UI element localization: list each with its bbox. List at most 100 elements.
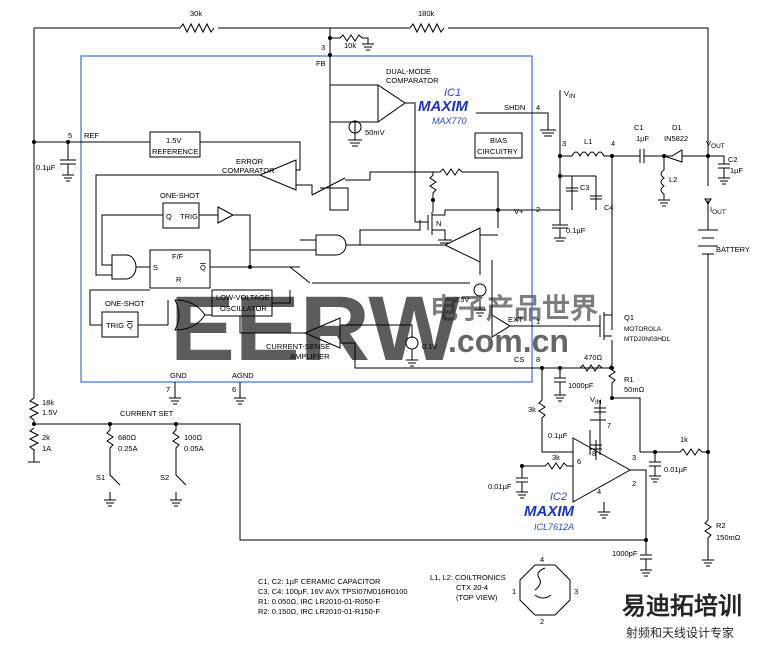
coil-note-1: L1, L2: COILTRONICS: [430, 573, 506, 582]
coil-pin-4: 4: [540, 555, 544, 564]
label-p4: 4: [597, 487, 601, 496]
label-pin4: 4: [536, 103, 540, 112]
label-agnd: AGND: [232, 371, 254, 380]
label-ext: EXT: [508, 315, 523, 324]
label-3k: 3k: [528, 405, 536, 414]
watermark-cn: 电子产品世界: [430, 293, 598, 324]
label-vin: VIN: [564, 89, 576, 100]
label-c3: C3: [580, 183, 590, 192]
label-r: R: [176, 275, 182, 284]
label-bias-1: BIAS: [490, 136, 507, 145]
label-680: 680Ω: [118, 433, 137, 442]
label-pin2: 2: [536, 205, 540, 214]
label-001uf-l: 0.01µF: [488, 482, 512, 491]
label-r2: R2: [716, 521, 726, 530]
label-bias-2: CIRCUITRY: [477, 147, 518, 156]
label-trig: TRIG: [180, 212, 198, 221]
label-s: S: [153, 263, 158, 272]
label-vplus: V+: [514, 207, 524, 216]
label-3k-b: 3k: [552, 453, 560, 462]
label-d1v: IN5822: [664, 134, 688, 143]
label-max770: MAX770: [432, 116, 467, 126]
label-current-set: CURRENT SET: [120, 409, 174, 418]
label-battery: BATTERY: [716, 245, 750, 254]
label-c1v: 1µF: [636, 134, 649, 143]
label-cap-left: 0.1µF: [36, 163, 56, 172]
coil-note-2: CTX 20-4: [456, 583, 488, 592]
label-lvo-1: LOW-VOLTAGE: [216, 293, 270, 302]
label-ref-box-1: 1.5V: [166, 136, 181, 145]
label-pin4b: 4: [611, 139, 615, 148]
label-pin3b: 3: [562, 139, 566, 148]
label-p7: 7: [607, 421, 611, 430]
label-pin8: 8: [536, 355, 540, 364]
maxim-logo-ic2: MAXIM: [524, 503, 575, 520]
label-100: 100Ω: [184, 433, 203, 442]
label-n: N: [436, 219, 441, 228]
label-2k: 2k: [42, 433, 50, 442]
label-ic2: IC2: [550, 491, 567, 503]
label-csa-2: AMPLIFIER: [290, 352, 330, 361]
label-ref-box-2: REFERENCE: [152, 147, 198, 156]
note-2: C3, C4: 100µF, 16V AVX TPSI07M016R0100: [258, 587, 408, 596]
label-c4: C4: [604, 203, 614, 212]
label-s1: S1: [96, 473, 105, 482]
label-q1-part: MTD20N03HDL: [624, 336, 671, 343]
label-err-comp-1: ERROR: [236, 157, 264, 166]
note-1: C1, C2: 1µF CERAMIC CAPACITOR: [258, 577, 381, 586]
note-4: R2: 0.150Ω, IRC LR2010-01-R150-F: [258, 607, 380, 616]
coil-pin-3: 3: [574, 587, 578, 596]
label-ref: REF: [84, 131, 99, 140]
label-vin2: VIN: [590, 395, 602, 406]
label-470: 470Ω: [584, 353, 603, 362]
label-qbar: Q: [200, 263, 206, 272]
note-3: R1: 0.050Ω, IRC LR2010-01-R050-F: [258, 597, 380, 606]
label-001uf-r: 0.01µF: [664, 465, 688, 474]
label-trig2: TRIG: [106, 321, 124, 330]
label-s2: S2: [160, 473, 169, 482]
label-csa-1: CURRENT-SENSE: [266, 342, 330, 351]
label-pin3: 3: [321, 43, 325, 52]
watermark2-cn: 易迪拓培训: [622, 592, 742, 620]
label-qbar2: Q: [127, 321, 133, 330]
label-r1v: 50mΩ: [624, 385, 645, 394]
ic1-outline: [80, 55, 533, 383]
label-180k: 180k: [418, 9, 435, 18]
label-one-shot-bot: ONE-SHOT: [105, 299, 145, 308]
label-iout: IOUT: [710, 205, 726, 216]
label-100-i: 0.05A: [184, 444, 204, 453]
label-vout: VOUT: [706, 139, 725, 150]
labels: 30k 180k 10k 3 FB DUAL-MODE COMPARATOR 5…: [36, 9, 750, 626]
label-fb: FB: [316, 59, 326, 68]
label-pin7: 7: [166, 385, 170, 394]
label-gnd: GND: [170, 371, 187, 380]
label-c1: C1: [634, 123, 644, 132]
label-c01uf-b: 0.1µF: [548, 431, 568, 440]
label-pin6: 6: [232, 385, 236, 394]
label-30k: 30k: [190, 9, 202, 18]
label-50mv: 50mV: [365, 128, 385, 137]
label-680-i: 0.25A: [118, 444, 138, 453]
label-lvo-2: OSCILLATOR: [220, 304, 267, 313]
label-shdn: SHDN: [504, 103, 525, 112]
label-18k: 18k: [42, 398, 54, 407]
label-cap-mid: 0.1µF: [566, 226, 586, 235]
label-dual-mode-1: DUAL-MODE: [386, 67, 431, 76]
label-pin5: 5: [68, 131, 72, 140]
label-p3: 3: [632, 453, 636, 462]
maxim-logo-ic1: MAXIM: [418, 98, 469, 115]
rf-watermark: 易迪拓培训 射频和天线设计专家: [622, 592, 742, 640]
label-q1-mfr: MOTOROLA: [624, 326, 662, 333]
label-icl7612a: ICL7612A: [534, 522, 574, 532]
label-q: Q: [166, 212, 172, 221]
label-ic1: IC1: [444, 87, 461, 99]
label-0-1v: 0.1V: [422, 342, 437, 351]
label-r2v: 150mΩ: [716, 533, 741, 542]
label-p2: 2: [632, 479, 636, 488]
wiring: [28, 22, 730, 616]
label-2k-v: 1A: [42, 444, 51, 453]
junctions: [32, 36, 710, 542]
label-2-5v: 2.5V: [454, 295, 469, 304]
label-1000pf-b: 1000pF: [612, 549, 638, 558]
